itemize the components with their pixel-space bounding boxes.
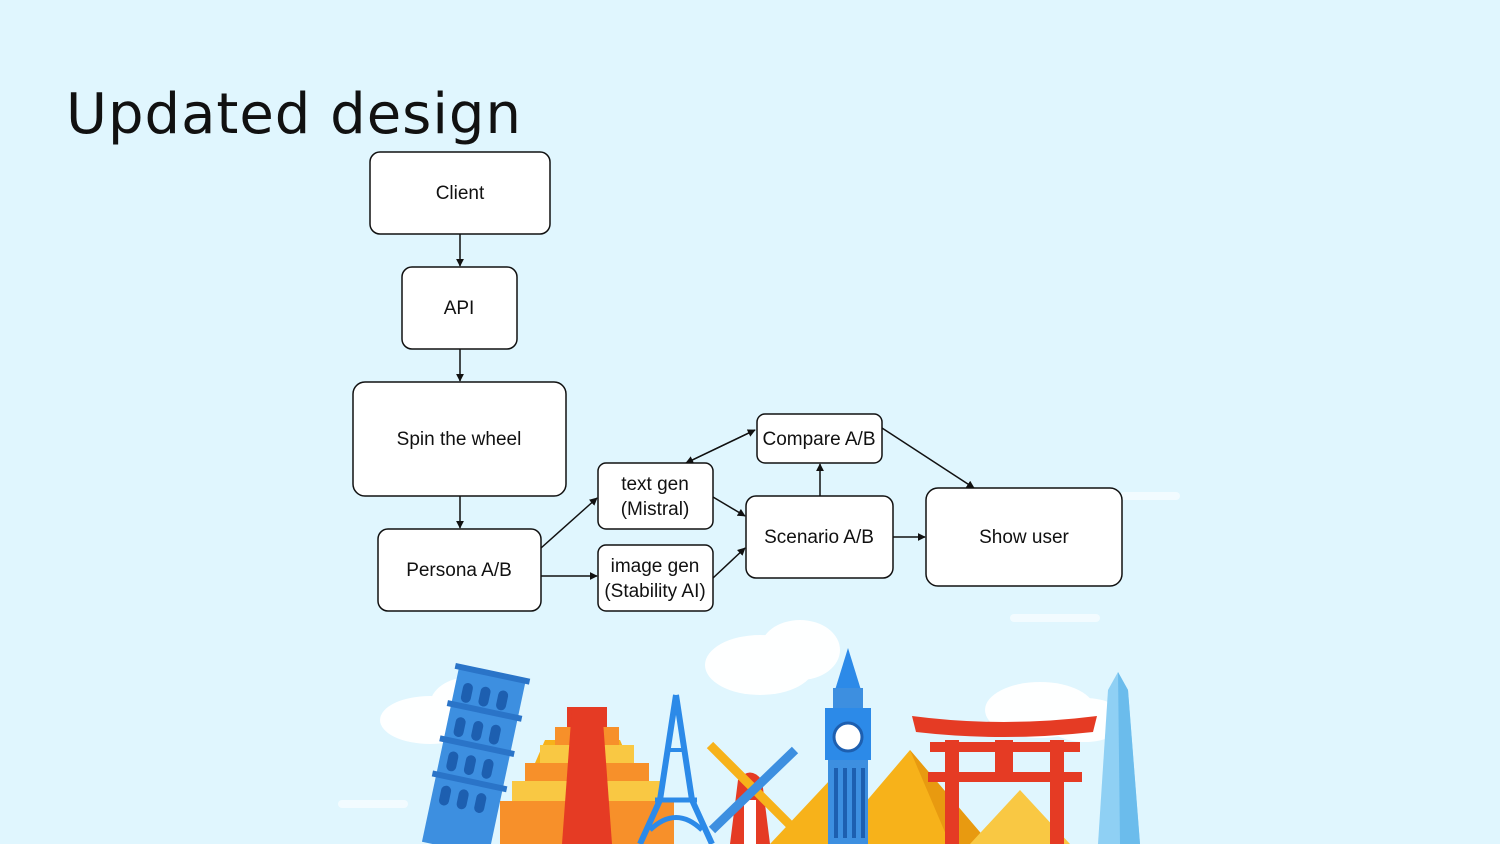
node-spin-the-wheel: Spin the wheel [352,381,567,497]
cloud-streak [1010,614,1100,622]
edge-compare-to-showuser [881,427,975,489]
edges-layer [456,234,975,580]
node-api: API [401,266,518,350]
leaning-tower-shape [421,662,531,844]
edge-textgen-to-compare [685,429,756,464]
clock-tower-shape [825,648,871,844]
node-scenario-ab-label: Scenario A/B [764,527,874,548]
node-api-label: API [444,298,475,319]
node-show-user-label: Show user [979,527,1069,548]
torii-gate-shape [912,716,1097,844]
obelisk-shape [1098,672,1140,844]
cloud-streak [1120,492,1180,500]
node-spin-the-wheel-label: Spin the wheel [397,429,522,450]
node-show-user: Show user [925,487,1123,587]
eiffel-tower-shape [637,694,715,844]
node-client: Client [369,151,551,235]
cloud-streak [338,800,408,808]
pyramids-shape [770,750,1070,844]
node-client-label: Client [436,183,485,204]
node-text-gen-line1: text gen [621,474,689,495]
node-text-gen: text gen (Mistral) [597,462,714,530]
edge-textgen-to-scenario [712,496,746,517]
stepped-pyramid-shape [500,707,674,844]
cloud-shape [760,620,840,680]
node-compare-ab: Compare A/B [756,413,883,464]
node-scenario-ab: Scenario A/B [745,495,894,579]
slide-title: Updated design [66,82,522,147]
node-compare-ab-label: Compare A/B [763,429,876,450]
node-image-gen-line1: image gen [611,556,700,577]
node-persona-ab: Persona A/B [377,528,542,612]
edge-imagegen-to-scenario [712,547,746,579]
edge-persona-to-textgen [540,497,598,549]
landmarks-illustration [338,492,1180,844]
node-image-gen-line2: (Stability AI) [604,581,705,602]
node-persona-ab-label: Persona A/B [406,560,512,581]
node-image-gen: image gen (Stability AI) [597,544,714,612]
windmill-shape [706,741,799,844]
node-text-gen-line2: (Mistral) [621,499,690,520]
